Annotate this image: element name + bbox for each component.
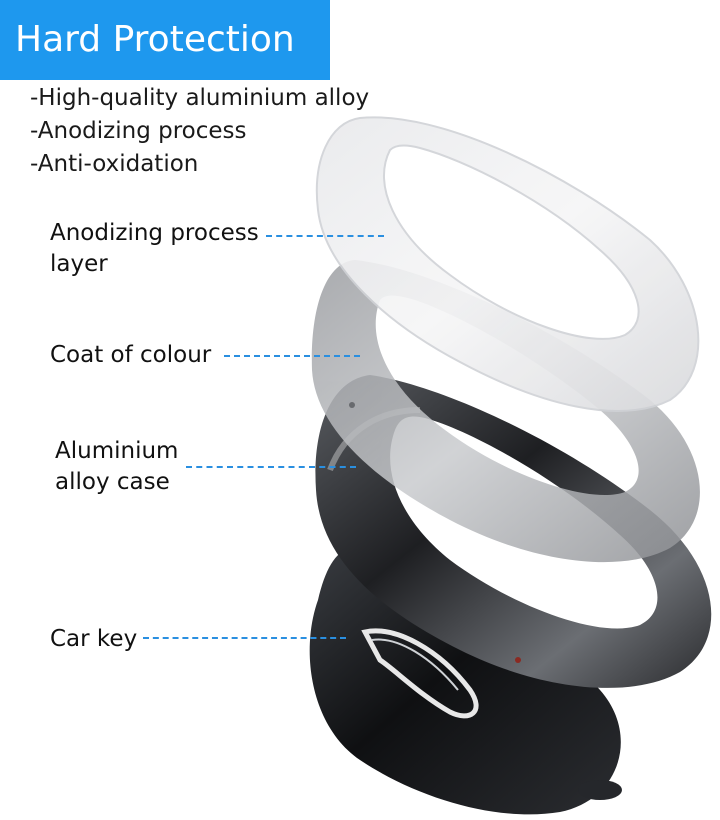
callout-alloy: Aluminium alloy case — [55, 436, 178, 498]
leader-anodizing — [266, 235, 384, 237]
banner-title: Hard Protection — [15, 19, 295, 60]
callout-alloy-line1: Aluminium — [55, 438, 179, 464]
coat-of-colour-layer — [311, 260, 700, 563]
callout-alloy-line2: alloy case — [55, 469, 170, 495]
leader-car-key — [143, 637, 346, 639]
feature-item: -High-quality aluminium alloy — [30, 85, 370, 111]
callout-colour-line1: Coat of colour — [50, 342, 212, 368]
feature-list: -High-quality aluminium alloy -Anodizing… — [30, 82, 369, 181]
callout-car-key: Car key — [50, 624, 137, 655]
callout-car-key-line1: Car key — [50, 626, 138, 652]
callout-colour: Coat of colour — [50, 340, 211, 371]
leader-alloy — [186, 466, 356, 468]
feature-item: -Anodizing process — [30, 118, 247, 144]
leader-colour — [224, 355, 360, 357]
callout-anodizing-line2: layer — [50, 251, 108, 277]
title-banner: Hard Protection — [0, 0, 330, 80]
car-key-fob — [309, 548, 622, 815]
anodizing-layer — [315, 116, 700, 412]
feature-item: -Anti-oxidation — [30, 151, 199, 177]
callout-anodizing-line1: Anodizing process — [50, 220, 259, 246]
callout-anodizing: Anodizing process layer — [50, 218, 259, 280]
